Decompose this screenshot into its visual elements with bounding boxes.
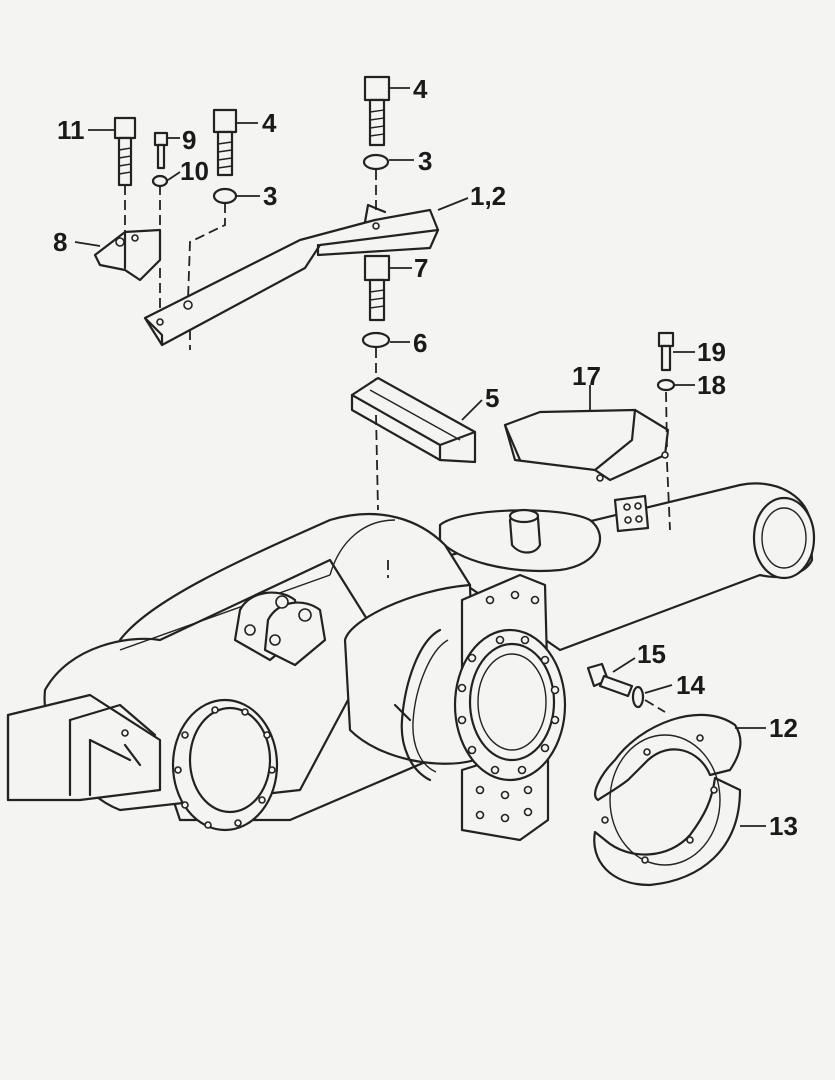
left-flange-bolt-holes [174, 706, 276, 829]
callout-8: 8 [53, 227, 67, 257]
bolt-19 [657, 331, 675, 372]
callout-13: 13 [769, 811, 798, 841]
callout-5: 5 [485, 383, 499, 413]
callout-1-2: 1,2 [470, 181, 506, 211]
washer-18 [656, 378, 676, 392]
callout-19: 19 [697, 337, 726, 367]
washer-3-top [362, 153, 390, 171]
callout-3-top: 3 [418, 146, 432, 176]
cover-plate [503, 408, 670, 482]
shim-ring-parts [593, 713, 742, 887]
support-bracket [143, 203, 440, 347]
callout-18: 18 [697, 370, 726, 400]
channel-plate [350, 376, 477, 464]
callout-4-top: 4 [413, 74, 428, 104]
right-flange-bolt-holes [457, 590, 560, 823]
callout-9: 9 [182, 125, 196, 155]
bolt-11 [113, 116, 137, 187]
washer-10 [151, 174, 169, 188]
washer-14 [631, 685, 645, 709]
callout-6: 6 [413, 328, 427, 358]
bolt-7 [363, 254, 391, 322]
clamp-bracket [93, 228, 162, 282]
callout-11: 11 [57, 115, 85, 145]
callout-14: 14 [676, 670, 705, 700]
bolt-9 [153, 131, 169, 170]
callout-3-left: 3 [263, 181, 277, 211]
callout-10: 10 [180, 156, 209, 186]
assembly-center-lines [124, 170, 671, 713]
callout-labels: 11 9 10 4 3 4 3 1,2 8 7 6 5 17 19 18 15 … [53, 74, 798, 841]
callout-12: 12 [769, 713, 798, 743]
axle-housing [6, 482, 816, 842]
bolt-4-top [363, 75, 391, 147]
washer-6 [361, 331, 391, 349]
callout-7: 7 [414, 253, 428, 283]
washer-3-left [212, 187, 238, 205]
callout-leaders [74, 87, 766, 827]
callout-17: 17 [572, 361, 601, 391]
bolt-15 [586, 662, 634, 698]
callout-15: 15 [637, 639, 666, 669]
callout-4-left: 4 [262, 108, 277, 138]
bolt-4-left [212, 108, 238, 177]
